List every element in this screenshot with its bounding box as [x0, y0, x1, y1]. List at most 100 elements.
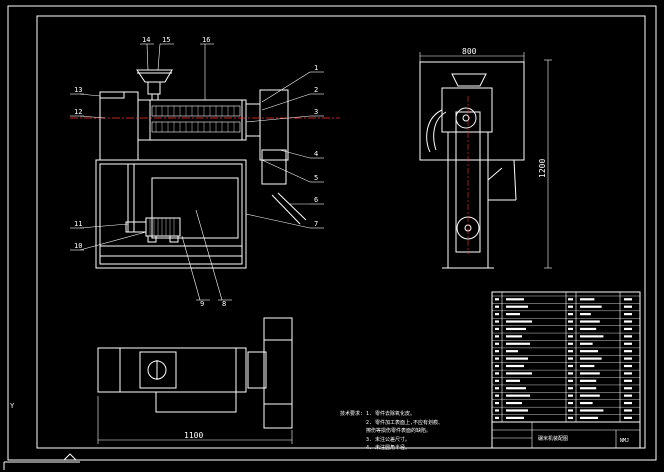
parts-list-cell [495, 372, 499, 375]
parts-list-cell [506, 357, 528, 360]
side-view: 800 1200 [419, 47, 552, 269]
part-label-14: 14 [142, 36, 150, 44]
parts-list-cell [495, 387, 499, 390]
parts-list-cell [568, 372, 573, 375]
parts-list-cell [624, 320, 632, 323]
parts-list-cell [568, 335, 573, 338]
dim-side-height: 1200 [538, 159, 547, 178]
parts-list-cell [624, 335, 632, 338]
title-block-title: 碾米机装配图 [538, 435, 568, 442]
parts-list-cell [568, 364, 573, 368]
parts-list-cell [580, 357, 602, 360]
part-label-3: 3 [314, 108, 318, 116]
parts-list-cell [580, 416, 598, 419]
note-item: 2. 零件加工表面上,不应有划痕、 [366, 419, 443, 426]
note-item: 3. 未注公差尺寸。 [366, 436, 410, 443]
inner-frame [36, 15, 646, 449]
parts-list-cell [624, 298, 632, 301]
parts-list-cell [506, 416, 524, 419]
parts-list-cell [580, 350, 598, 353]
parts-list-cell [568, 409, 573, 412]
parts-list-cell [495, 357, 499, 360]
parts-list-cell [580, 379, 597, 382]
parts-list-cell [568, 350, 573, 353]
parts-list-cell [624, 409, 632, 412]
parts-list-cell [506, 305, 528, 308]
parts-list-cell [495, 335, 499, 338]
parts-list-cell [495, 394, 499, 397]
parts-list-cell [580, 372, 600, 375]
outer-frame [7, 5, 657, 461]
technical-notes: 技术要求: 1. 零件去除氧化皮。 2. 零件加工表面上,不应有划痕、 擦伤等损… [340, 410, 443, 451]
part-label-12: 12 [74, 108, 82, 116]
parts-list-cell [568, 327, 573, 331]
parts-list-cell [580, 313, 591, 316]
part-label-10: 10 [74, 242, 82, 250]
parts-list-cell [580, 409, 604, 412]
parts-list-cell [568, 320, 573, 323]
parts-list-cell [495, 313, 499, 316]
parts-list-cell [495, 342, 499, 345]
parts-list-cell [624, 416, 632, 419]
parts-list-cell [568, 401, 573, 405]
parts-list-cell [568, 416, 573, 419]
parts-list-cell [624, 357, 632, 360]
parts-list-cell [624, 305, 632, 308]
parts-list-cell [506, 372, 532, 375]
part-label-4: 4 [314, 150, 318, 158]
parts-list-cell [506, 327, 526, 331]
part-label-9: 9 [200, 300, 204, 308]
ucs-icon: Y [3, 402, 80, 470]
parts-list-cell [506, 409, 528, 412]
note-item: 擦伤等损伤零件表面的缺陷。 [366, 427, 431, 434]
parts-list-cell [495, 327, 499, 331]
title-block-code: NMJ [620, 438, 629, 444]
note-item: 4. 未注圆角半径。 [366, 444, 410, 451]
dim-bottom-width: 1100 [184, 431, 203, 440]
parts-list-cell [580, 327, 597, 331]
parts-list-cell [580, 298, 595, 301]
parts-list-cell [506, 387, 526, 390]
svg-text:Y: Y [10, 402, 15, 410]
parts-list-cell [506, 394, 530, 397]
part-label-15: 15 [162, 36, 170, 44]
parts-list-cell [568, 298, 573, 301]
parts-list-cell [495, 305, 499, 308]
parts-list-cell [506, 379, 520, 382]
parts-list-cell [506, 298, 524, 301]
parts-list-cell [580, 342, 593, 345]
dim-top-width: 800 [462, 47, 477, 56]
parts-list-cell [495, 298, 499, 301]
parts-list-cell [568, 305, 573, 308]
parts-list-cell [624, 379, 632, 382]
parts-list-cell [506, 364, 524, 368]
parts-list-cell [568, 357, 573, 360]
parts-list-cell [624, 372, 632, 375]
part-label-2: 2 [314, 86, 318, 94]
parts-list-cell [624, 364, 632, 368]
parts-list-cell [580, 364, 595, 368]
part-label-5: 5 [314, 174, 318, 182]
parts-list-cell [580, 394, 600, 397]
part-label-7: 7 [314, 220, 318, 228]
parts-list-cell [624, 401, 632, 405]
parts-list-cell [495, 401, 499, 405]
parts-list-cell [495, 416, 499, 419]
part-label-8: 8 [222, 300, 226, 308]
parts-list-cell [506, 401, 522, 405]
parts-list-cell [506, 350, 518, 353]
parts-list-cell [624, 342, 632, 345]
parts-list-cell [495, 320, 499, 323]
parts-list-cell [568, 342, 573, 345]
parts-list-cell [580, 401, 593, 405]
parts-list-cell [506, 320, 532, 323]
part-label-11: 11 [74, 220, 82, 228]
parts-list-cell [568, 387, 573, 390]
parts-list-cell [624, 313, 632, 316]
parts-list-cell [624, 350, 632, 353]
notes-heading: 技术要求: [340, 410, 363, 417]
parts-list-cell [568, 394, 573, 397]
title-block: 碾米机装配图 NMJ [491, 291, 641, 449]
parts-list-cell [624, 394, 632, 397]
